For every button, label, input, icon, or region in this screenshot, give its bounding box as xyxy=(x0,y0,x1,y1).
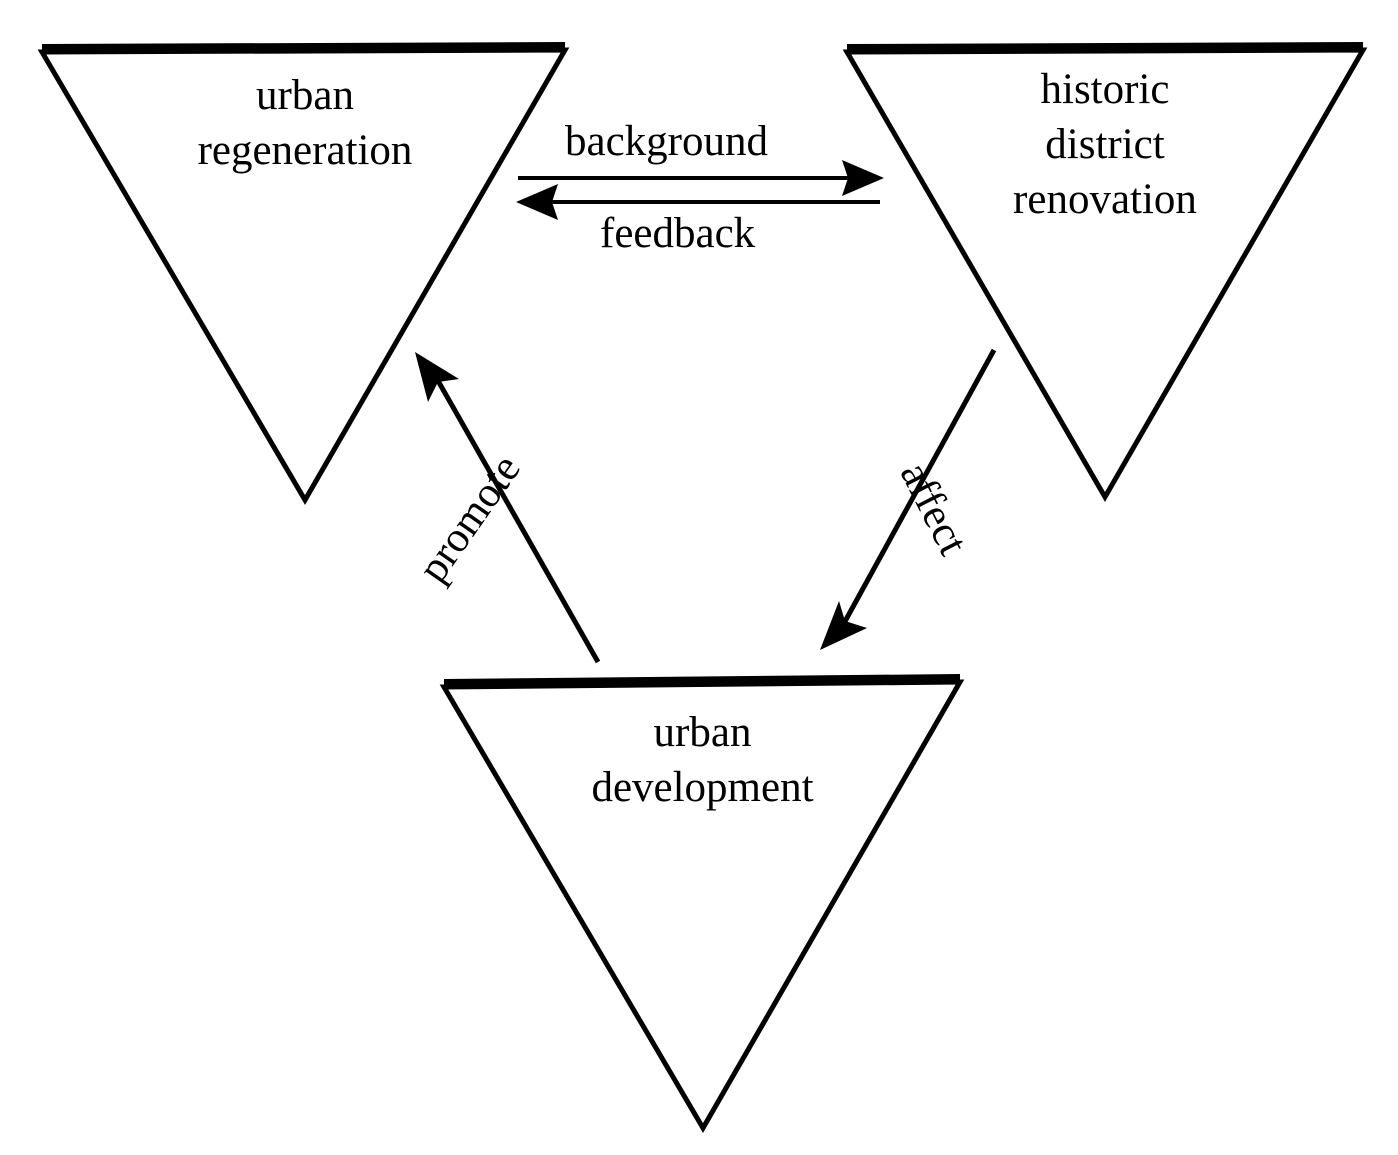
node-urban-regeneration-top-edge xyxy=(41,42,566,52)
edge-promote[interactable] xyxy=(415,352,601,664)
edge-affect[interactable] xyxy=(820,348,997,650)
node-historic-district-renovation-top-edge xyxy=(846,42,1364,52)
node-urban-regeneration-shape[interactable] xyxy=(37,47,570,505)
edge-promote-arrowhead xyxy=(415,352,459,402)
edge-affect-arrowhead xyxy=(820,601,867,650)
node-urban-development[interactable] xyxy=(439,674,965,1133)
edge-background-arrowhead xyxy=(842,160,884,196)
node-urban-development-shape[interactable] xyxy=(439,679,965,1133)
edge-label-feedback: feedback xyxy=(600,210,756,257)
edge-promote-line xyxy=(434,377,601,664)
node-urban-development-top-edge xyxy=(443,674,961,687)
edge-label-background: background xyxy=(565,118,768,165)
edge-background[interactable] xyxy=(518,160,884,196)
edge-feedback[interactable] xyxy=(516,184,880,220)
node-urban-regeneration[interactable] xyxy=(37,42,570,505)
edge-feedback-arrowhead xyxy=(516,184,558,220)
node-historic-district-renovation-shape[interactable] xyxy=(842,47,1368,502)
edge-affect-line xyxy=(840,348,997,627)
node-historic-district-renovation[interactable] xyxy=(842,42,1368,502)
